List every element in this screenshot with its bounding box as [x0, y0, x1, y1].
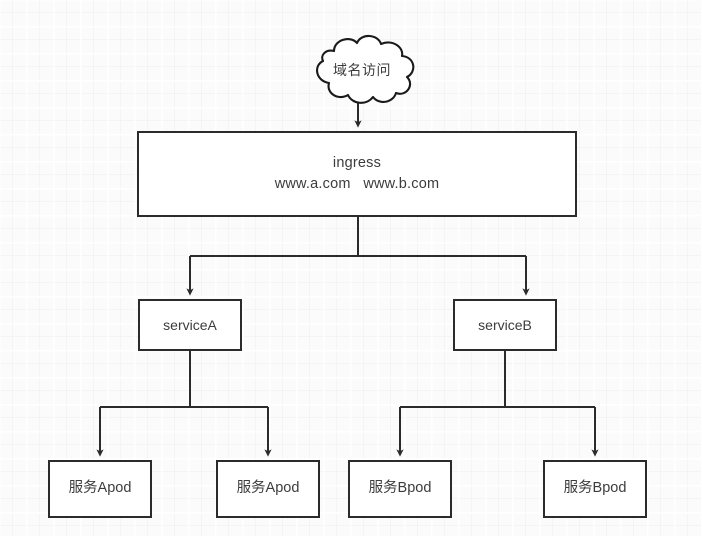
- pod-label-a2: 服务Apod: [236, 480, 300, 497]
- ingress-title: ingress: [332, 154, 382, 171]
- pod-label-a1: 服务Apod: [68, 480, 132, 497]
- service-label-a: serviceA: [163, 316, 217, 333]
- cloud-icon: [316, 34, 415, 104]
- service-node-a[interactable]: serviceA: [138, 299, 242, 351]
- pod-node-b1[interactable]: 服务Bpod: [348, 460, 452, 518]
- ingress-node[interactable]: ingress www.a.com www.b.com: [137, 131, 577, 217]
- pod-node-a1[interactable]: 服务Apod: [48, 460, 152, 518]
- service-node-b[interactable]: serviceB: [453, 299, 557, 351]
- service-label-b: serviceB: [478, 316, 532, 333]
- pod-label-b1: 服务Bpod: [368, 480, 432, 497]
- ingress-domains: www.a.com www.b.com: [274, 176, 440, 192]
- cloud-node[interactable]: 域名访问: [303, 31, 421, 109]
- pod-node-a2[interactable]: 服务Apod: [216, 460, 320, 518]
- cloud-label: 域名访问: [333, 62, 391, 78]
- pod-label-b2: 服务Bpod: [563, 480, 627, 497]
- pod-node-b2[interactable]: 服务Bpod: [543, 460, 647, 518]
